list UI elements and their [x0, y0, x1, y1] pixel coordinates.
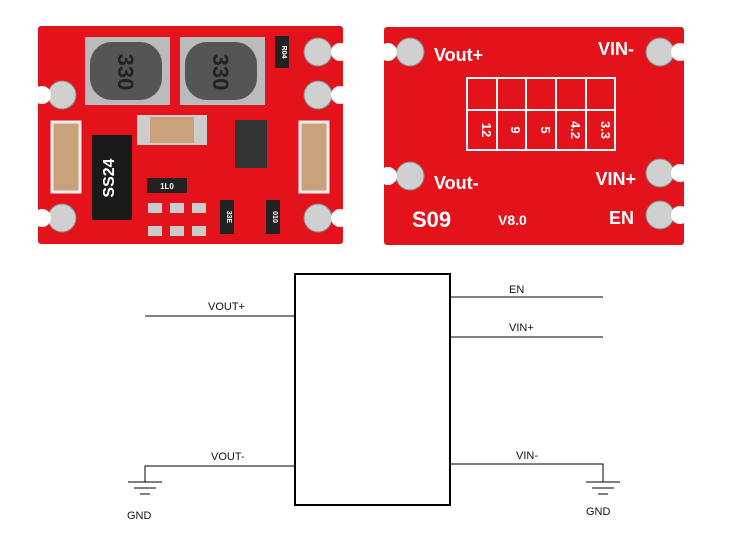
vout-plus-label: Vout+	[434, 45, 483, 65]
voltage-option: 5	[538, 126, 553, 133]
voltage-option: 12	[479, 123, 494, 137]
en-pin-label: EN	[509, 284, 524, 296]
voltage-option: 9	[508, 126, 523, 133]
vout-minus-wire	[144, 465, 295, 482]
voltage-select-grid	[466, 77, 616, 151]
ic-chip	[235, 120, 267, 168]
resistor-label: R04	[280, 46, 287, 59]
diode	[92, 135, 132, 220]
inductor-2-label: 330	[208, 54, 233, 91]
vin-minus-pin-label: VIN-	[516, 450, 538, 462]
vin-minus-label: VIN-	[598, 39, 634, 59]
voltage-option: 4.2	[568, 121, 583, 139]
ground-symbol-left	[128, 481, 162, 495]
vout-minus-pin-label: VOUT-	[211, 451, 245, 463]
en-label: EN	[609, 208, 634, 228]
capacitor	[50, 120, 82, 194]
resistor-label: 010	[271, 211, 278, 223]
vin-plus-pin-label: VIN+	[509, 322, 534, 334]
vin-plus-label: VIN+	[595, 169, 636, 189]
inductor-1-label: 330	[113, 54, 138, 91]
ground-symbol-right	[586, 481, 620, 495]
resistor-label: 33E	[225, 211, 232, 224]
diode-label: SS24	[101, 158, 118, 197]
gnd-label-right: GND	[586, 506, 611, 518]
front-pcb: 330 330 R04 SS24 1L0 33E 010	[33, 26, 349, 244]
gnd-label-left: GND	[127, 510, 152, 522]
capacitor	[298, 120, 330, 194]
vin-minus-wire	[450, 463, 604, 482]
back-pcb: Vout+ VIN- Vout- VIN+ EN S09 V8.0 12 9 5…	[379, 27, 689, 245]
inductor-2	[185, 42, 257, 100]
model-label: S09	[412, 207, 451, 232]
capacitor	[150, 117, 194, 143]
module-box	[294, 273, 451, 506]
vout-plus-pin-label: VOUT+	[208, 301, 245, 313]
voltage-option: 3.3	[598, 121, 613, 139]
resistor-label: 1L0	[160, 182, 174, 191]
version-label: V8.0	[498, 212, 527, 228]
inductor-1	[90, 42, 162, 100]
vout-minus-label: Vout-	[434, 173, 479, 193]
schematic	[128, 273, 620, 506]
